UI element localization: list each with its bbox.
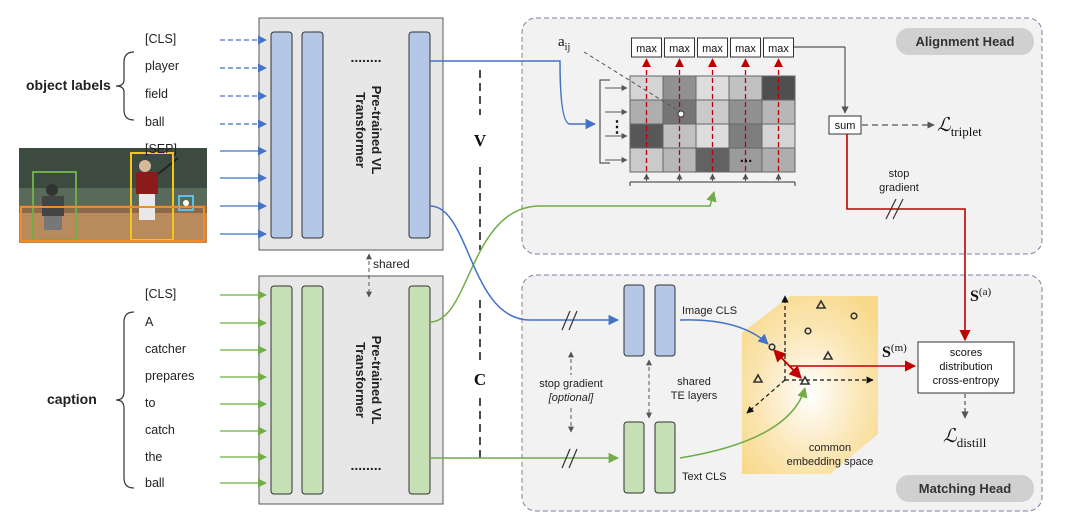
scores-line2: distribution <box>939 361 992 373</box>
grid-bottom-dots: ... <box>740 149 753 166</box>
sum-box <box>828 115 862 135</box>
transformer-bottom-dots: ........ <box>350 457 381 473</box>
max-box <box>631 37 662 58</box>
transformer-bottom-layer-n <box>408 285 431 495</box>
caption-token: catch <box>145 423 175 437</box>
sum-label: sum <box>835 120 856 132</box>
transformer-top-layer-1 <box>270 31 293 239</box>
max-box <box>730 37 761 58</box>
bottom-input-arrows <box>220 290 267 488</box>
max-box <box>763 37 794 58</box>
caption-token: to <box>145 396 156 410</box>
top-to-alignment-arrow <box>430 60 597 130</box>
stop-gradient-hash-alignment <box>885 198 904 220</box>
embedding-space <box>742 296 878 474</box>
s-a-label: S(a) <box>970 286 991 305</box>
shared-label: shared <box>373 257 410 271</box>
text-cls-layer-1 <box>623 421 645 494</box>
text-cls-label: Text CLS <box>682 471 727 483</box>
transformer-bottom-title-2: Transformer <box>353 342 368 418</box>
stop-gradient-optional-label: stop gradient <box>539 378 603 390</box>
bottom-to-alignment-arrow <box>429 190 717 323</box>
s-m-label: S(m) <box>882 342 907 361</box>
top-input-arrows <box>220 35 267 239</box>
image-cls-layer-1 <box>623 284 645 357</box>
object-label-token: ball <box>145 115 165 129</box>
object-label-token: [CLS] <box>145 32 177 46</box>
max-box <box>697 37 728 58</box>
scores-line1: scores <box>950 347 983 359</box>
stop-gradient-optional-bg <box>528 375 616 407</box>
top-to-image-cls-arrow <box>429 205 620 326</box>
c-label: C <box>474 370 486 389</box>
object-label-token: field <box>145 87 168 101</box>
alignment-head-title: Alignment Head <box>916 34 1015 49</box>
max-box <box>664 37 695 58</box>
image-cls-label: Image CLS <box>682 305 737 317</box>
transformer-top-title-2: Transformer <box>353 92 368 168</box>
alignment-head-badge <box>896 28 1034 55</box>
s-a-arrow <box>846 134 971 342</box>
scores-box <box>917 341 1015 394</box>
transformer-bottom-title-1: Pre-trained VL <box>369 336 384 425</box>
a-ij-label: aij <box>558 34 570 53</box>
a-ij-cell-marker <box>677 110 685 118</box>
shared-te-line2: TE layers <box>671 390 718 402</box>
object-label-token: player <box>145 59 180 73</box>
caption-token: prepares <box>145 369 195 383</box>
stop-gradient-line2: gradient <box>879 182 919 194</box>
grid-left-dots: ⋮ <box>609 119 625 136</box>
scores-line3: cross-entropy <box>933 375 1000 387</box>
object-labels-brace <box>115 51 135 121</box>
caption-group-label: caption <box>47 391 97 407</box>
matching-head-badge <box>896 475 1034 502</box>
transformer-bottom-layer-1 <box>270 285 293 495</box>
transformer-top-dots: ........ <box>350 49 381 65</box>
triplet-loss: ℒtriplet <box>937 115 982 139</box>
transformer-top-layer-n <box>408 31 431 239</box>
caption-token: [CLS] <box>145 287 177 301</box>
caption-token: ball <box>145 476 165 490</box>
caption-token: catcher <box>145 342 186 356</box>
common-space-line1: common <box>809 442 851 454</box>
caption-token: A <box>145 315 154 329</box>
image-cls-layer-2 <box>654 284 676 357</box>
shared-te-line1: shared <box>677 376 711 388</box>
transformer-top-title-1: Pre-trained VL <box>369 86 384 175</box>
object-labels-group-label: object labels <box>26 77 111 93</box>
stop-gradient-hashes-matching <box>561 310 578 469</box>
text-cls-layer-2 <box>654 421 676 494</box>
grid-left-bracket <box>599 79 610 164</box>
max-label: max <box>669 43 690 55</box>
object-label-token: [SEP] <box>145 142 177 156</box>
common-space-line2: embedding space <box>787 456 874 468</box>
max-label: max <box>636 43 657 55</box>
baseball-image <box>19 148 207 243</box>
matching-head-title: Matching Head <box>919 481 1012 496</box>
s-m-pair-arrow <box>773 349 802 379</box>
embedding-points <box>752 299 858 385</box>
v-label: V <box>474 131 487 150</box>
stop-gradient-line1: stop <box>889 168 910 180</box>
image-cls-to-space-arrow <box>679 319 769 345</box>
distill-loss: ℒdistill <box>943 426 987 450</box>
max-label: max <box>735 43 756 55</box>
transformer-top-layer-2 <box>301 31 324 239</box>
caption-brace <box>115 311 135 489</box>
transformer-bottom-layer-2 <box>301 285 324 495</box>
max-label: max <box>702 43 723 55</box>
max-label: max <box>768 43 789 55</box>
optional-label: [optional] <box>548 392 595 404</box>
caption-token: the <box>145 450 163 464</box>
alignment-matrix <box>605 58 796 181</box>
a-ij-pointer <box>583 51 680 112</box>
text-cls-to-space-arrow <box>679 386 808 459</box>
